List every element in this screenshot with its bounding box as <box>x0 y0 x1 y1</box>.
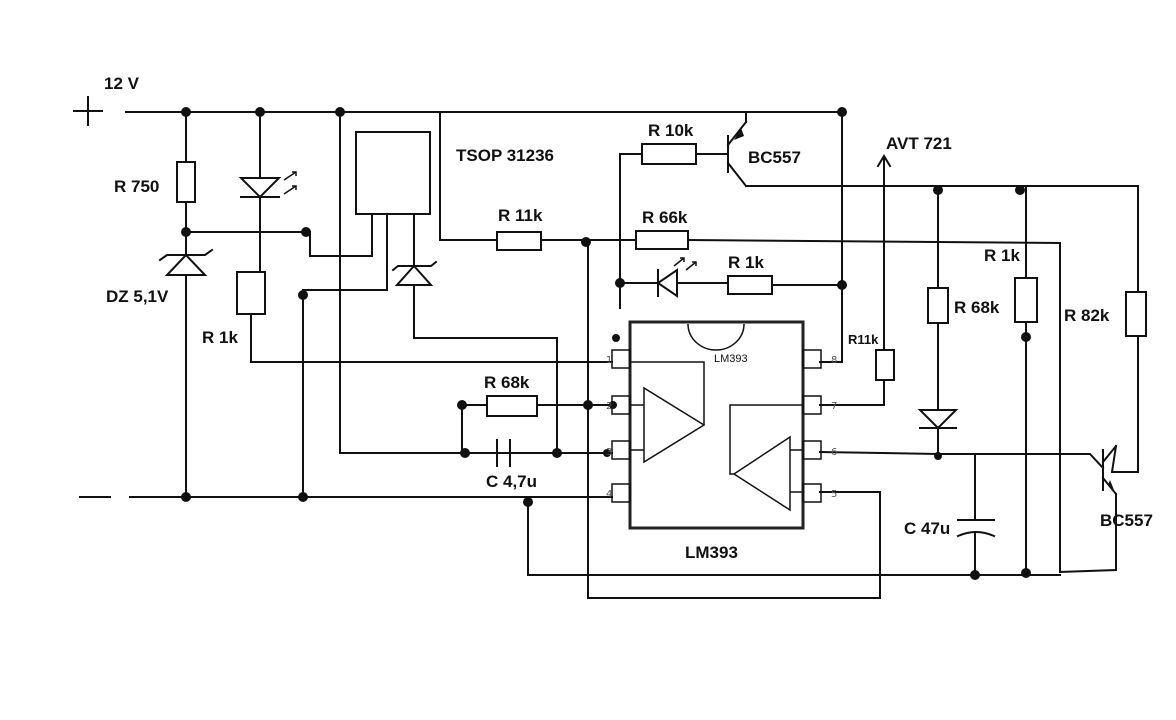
r66k-label: R 66k <box>642 208 688 227</box>
led-branch <box>236 111 613 363</box>
pin-label: 4 <box>606 489 612 500</box>
avt-label: AVT 721 <box>886 134 952 153</box>
lm393-chip <box>611 320 822 530</box>
led-icon <box>619 257 729 298</box>
r750-branch <box>176 111 196 256</box>
pin-label: 8 <box>831 355 837 366</box>
r1k-led-resistor <box>727 275 773 295</box>
tsop-label: TSOP 31236 <box>456 146 554 165</box>
r10k-label: R 10k <box>648 121 694 140</box>
supply-voltage-label: 12 V <box>104 74 140 93</box>
r82k-label: R 82k <box>1064 306 1110 325</box>
r750-resistor <box>176 161 196 203</box>
r68k-right-resistor <box>927 287 949 324</box>
lm393-bottom-label: LM393 <box>685 543 738 562</box>
c47u-small-label: C 4,7u <box>486 472 537 491</box>
pin-label: 5 <box>831 489 837 500</box>
pin-label: 2 <box>606 401 612 412</box>
capacitor-icon <box>461 439 558 467</box>
pnp-transistor-icon <box>726 120 748 188</box>
supply-rail <box>73 96 843 126</box>
comparator-triangle-icon <box>729 404 803 512</box>
r82k-resistor <box>1125 291 1147 337</box>
r1k-left-label: R 1k <box>202 328 238 347</box>
r750-label: R 750 <box>114 177 159 196</box>
r11k-small-resistor <box>875 349 895 381</box>
zener-diode-icon <box>391 260 438 286</box>
tsop-module <box>302 131 558 498</box>
pin-label: 7 <box>831 401 837 412</box>
r1k-left-resistor <box>236 271 266 315</box>
r1k-right-label: R 1k <box>984 246 1020 265</box>
r68k-right-label: R 68k <box>954 298 1000 317</box>
pin-label: 6 <box>831 447 837 458</box>
zener-diode-icon <box>158 248 214 498</box>
led-icon <box>238 171 297 199</box>
r68k-mid-label: R 68k <box>484 373 530 392</box>
r11k-resistor <box>496 231 542 251</box>
zener-label: DZ 5,1V <box>106 287 169 306</box>
lm393-inner-label: LM393 <box>714 353 748 365</box>
pin-label: 1 <box>606 355 612 366</box>
pin-label: 3 <box>606 447 612 458</box>
r66k-resistor <box>635 230 689 250</box>
r10k-resistor <box>641 143 697 165</box>
bc557-bottom-label: BC557 <box>1100 511 1153 530</box>
r68k-mid-resistor <box>486 395 538 417</box>
pnp-transistor-icon <box>1101 444 1118 496</box>
r11k-small-label: R11k <box>848 332 879 347</box>
r1k-right-resistor <box>1014 277 1038 323</box>
diode-icon <box>917 409 959 430</box>
c47u-label: C 47u <box>904 519 950 538</box>
junction-dots <box>181 107 1031 580</box>
r1k-led-label: R 1k <box>728 253 764 272</box>
r11k-label: R 11k <box>498 206 543 225</box>
antenna-icon <box>876 154 892 351</box>
comparator-triangle-icon <box>630 361 706 464</box>
bc557-top-label: BC557 <box>748 148 801 167</box>
